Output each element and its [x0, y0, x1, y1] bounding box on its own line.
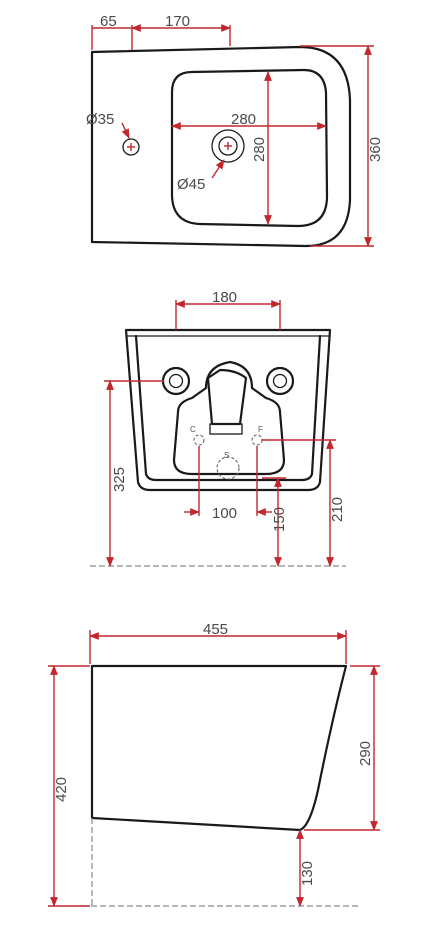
dim-d45: Ø45 — [177, 176, 205, 193]
front-view: C F S 180 325 100 150 210 — [90, 289, 346, 567]
dim-130: 130 — [299, 861, 316, 886]
dim-420: 420 — [53, 777, 70, 802]
top-view-outline — [90, 45, 352, 248]
fixing-hole-left — [161, 366, 191, 396]
dim-455: 455 — [203, 621, 228, 638]
dim-210: 210 — [329, 497, 346, 522]
dim-d35: Ø35 — [86, 111, 114, 128]
hot-water-inlet — [251, 434, 263, 446]
dim-325: 325 — [111, 467, 128, 492]
label-s: S — [224, 451, 229, 460]
side-view: 455 420 290 130 — [48, 621, 380, 907]
front-view-cavity — [134, 334, 322, 482]
cold-water-inlet — [193, 434, 205, 446]
dim-150: 150 — [271, 507, 288, 532]
front-view-outline — [124, 328, 332, 492]
top-view-basin — [170, 68, 329, 228]
label-c: C — [190, 425, 196, 434]
dim-360: 360 — [367, 137, 384, 162]
label-f: F — [258, 425, 263, 434]
top-view: 65 170 Ø35 280 280 Ø45 360 — [86, 13, 384, 248]
front-view-bracket — [206, 368, 248, 426]
tap-hole — [122, 138, 140, 156]
dim-170: 170 — [165, 13, 190, 30]
front-view-recess — [172, 360, 286, 476]
drain-hole — [218, 136, 238, 156]
waste-outlet — [216, 456, 240, 480]
dim-280-height: 280 — [251, 137, 268, 162]
dim-290: 290 — [357, 741, 374, 766]
dim-280-width: 280 — [231, 111, 256, 128]
fixing-hole-right — [265, 366, 295, 396]
dim-180: 180 — [212, 289, 237, 306]
side-view-outline — [90, 664, 348, 832]
dim-100: 100 — [212, 505, 237, 522]
drain-hole-outer — [211, 129, 245, 163]
dim-65: 65 — [100, 13, 117, 30]
